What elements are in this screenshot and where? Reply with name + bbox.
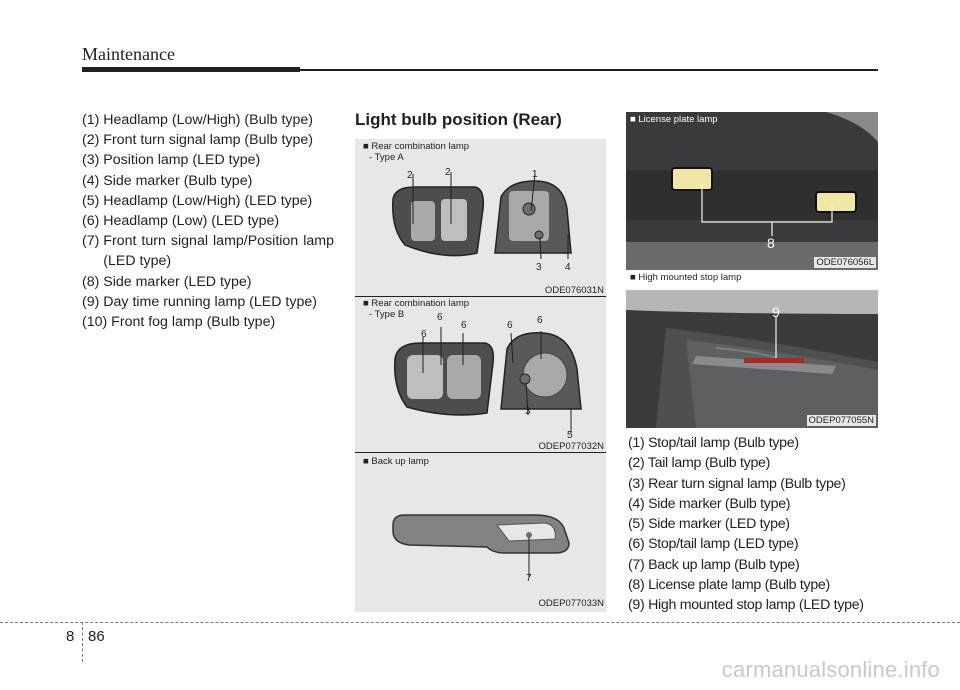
- list-item: (6) Stop/tail lamp (LED type): [628, 536, 799, 553]
- list-item: (5) Side marker (LED type): [628, 516, 790, 533]
- type-b-figure-code: ODEP077032N: [538, 441, 604, 452]
- backup-lamp-label: ■ Back up lamp: [363, 456, 429, 467]
- callout-number: 6: [537, 315, 543, 326]
- list-item: (8) License plate lamp (Bulb type): [628, 577, 830, 594]
- callout-number: 7: [526, 573, 532, 584]
- watermark: carmanualsonline.info: [721, 657, 940, 682]
- callout-number: 3: [536, 262, 542, 273]
- list-item: (1) Headlamp (Low/High) (Bulb type): [82, 112, 314, 128]
- list-item: (10) Front fog lamp (Bulb type): [82, 314, 276, 331]
- callout-number: 3: [525, 406, 531, 417]
- footer-rule: [0, 622, 960, 623]
- type-b-label: ■ Rear combination lamp - Type B: [363, 298, 470, 320]
- callout-number: 5: [567, 430, 573, 441]
- header-rule-thick: [82, 67, 300, 72]
- list-item: (5) Headlamp (Low/High) (LED type): [82, 192, 313, 209]
- callout-number: 2: [445, 167, 451, 178]
- list-item: (8) Side marker (LED type): [82, 273, 252, 290]
- panel-divider: [355, 452, 606, 453]
- list-item: (9) High mounted stop lamp (LED type): [628, 597, 864, 614]
- license-plate-lamp-label: ■ License plate lamp: [630, 114, 718, 125]
- backup-lamp-illustration: [392, 514, 570, 577]
- list-item: (9) Day time running lamp (LED type): [82, 293, 317, 310]
- callout-number: 6: [421, 329, 427, 340]
- type-a-callouts: 2 2 1 3 4: [407, 167, 571, 273]
- backup-figure-code: ODEP077033N: [538, 598, 604, 609]
- type-a-figure-code: ODE076031N: [544, 285, 604, 296]
- callout-number: 1: [532, 169, 538, 180]
- header-rule-thin: [300, 69, 878, 71]
- license-figure-code: ODE076056L: [814, 257, 876, 268]
- high-stop-figure-code: ODEP077055N: [806, 415, 876, 426]
- callout-number: 4: [565, 262, 571, 273]
- type-b-callouts: 6 6 6 6 6 3 5: [421, 312, 573, 441]
- list-item: (7) Back up lamp (Bulb type): [628, 556, 800, 573]
- section-title: Light bulb position (Rear): [355, 110, 562, 129]
- type-a-lamp-illustration: [392, 172, 572, 260]
- license-plate-lamp-photo: ■ License plate lamp 8 ODE076056L: [626, 112, 878, 270]
- page-number: 86: [88, 628, 105, 645]
- front-bulb-list: (1) Headlamp (Low/High) (Bulb type) (2) …: [82, 110, 334, 332]
- chapter-number: 8: [66, 628, 75, 645]
- list-item: (3) Rear turn signal lamp (Bulb type): [628, 475, 846, 492]
- rear-lamp-figure-panel: ■ Rear combination lamp - Type A 2 2 1 3…: [355, 139, 606, 612]
- type-a-label: ■ Rear combination lamp - Type A: [363, 141, 470, 163]
- list-item: (2) Tail lamp (Bulb type): [628, 455, 771, 472]
- list-item: (4) Side marker (Bulb type): [82, 172, 253, 189]
- footer-page-divider: [82, 622, 83, 662]
- list-item: (3) Position lamp (LED type): [82, 152, 261, 169]
- list-item: (6) Headlamp (Low) (LED type): [82, 213, 280, 230]
- high-mounted-stop-lamp-photo: ■ High mounted stop lamp 9 ODEP077055N: [626, 270, 878, 428]
- high-mounted-stop-lamp-label: ■ High mounted stop lamp: [630, 272, 742, 283]
- list-item: (7) Front turn signal lamp/Position lamp…: [82, 233, 334, 270]
- callout-number: 2: [407, 170, 413, 181]
- type-b-lamp-illustration: [394, 327, 582, 433]
- panel-divider: [355, 296, 606, 297]
- callout-number: 6: [437, 312, 443, 323]
- page-header-title: Maintenance: [82, 44, 175, 64]
- list-item: (1) Stop/tail lamp (Bulb type): [628, 435, 799, 451]
- callout-number: 6: [507, 320, 513, 331]
- callout-number: 6: [461, 320, 467, 331]
- list-item: (4) Side marker (Bulb type): [628, 495, 791, 512]
- list-item: (2) Front turn signal lamp (Bulb type): [82, 132, 314, 149]
- rear-bulb-list: (1) Stop/tail lamp (Bulb type) (2) Tail …: [628, 433, 888, 616]
- callout-number: 9: [772, 304, 780, 320]
- callout-number: 8: [767, 235, 775, 251]
